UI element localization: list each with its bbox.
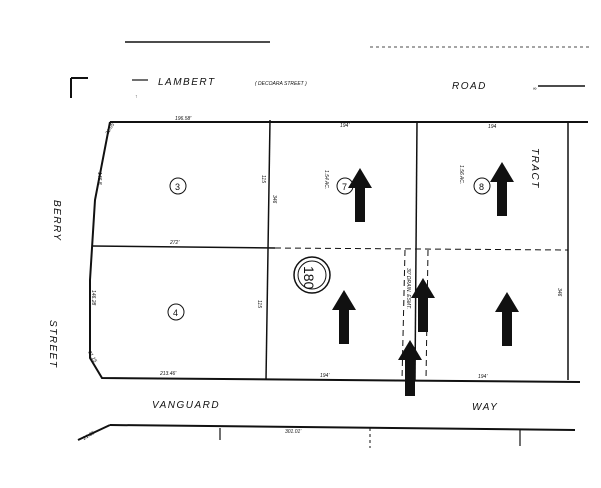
arrow-east (495, 292, 519, 346)
parcel-number-8: 8 (479, 182, 484, 192)
dim-right-bottom: 194' (478, 374, 488, 380)
arrow-180 (332, 290, 356, 344)
corner-mark (70, 77, 88, 98)
book-number-inner (297, 260, 327, 290)
vanguard-line (109, 424, 576, 431)
parcel-area-8: 1.56 AC. (458, 165, 464, 184)
street-label-way: WAY (472, 402, 498, 413)
dim-p7-top: 194' (340, 123, 350, 129)
parcel-circle-3 (169, 177, 187, 195)
dim-mid-lower: 115 (256, 300, 262, 308)
book-number: 180 (301, 266, 317, 290)
dim-corner-sw: 31.15 (86, 350, 98, 364)
dim-p7-bottom: 194' (320, 373, 330, 379)
parcel-arrow-icon (332, 162, 519, 396)
street-label-lambert: LAMBERT (158, 77, 216, 88)
easement-horizontal (274, 247, 569, 251)
street-label-street: STREET (47, 320, 58, 368)
parcel-circle-8 (473, 177, 491, 195)
dim-curve: 21.65 (81, 430, 96, 442)
easement-left (401, 249, 406, 381)
street-label-road: ROAD (452, 81, 487, 92)
parcel-number-4: 4 (173, 308, 178, 318)
north-arrow-icon: ↑ (135, 94, 138, 100)
dim-p3-bottom: 272' (169, 240, 180, 246)
parcel-number-7: 7 (342, 182, 347, 192)
street-label-vanguard: VANGUARD (152, 400, 220, 411)
parcel-area-7: 1.54 AC. (323, 170, 329, 189)
dim-p8-top: 194 (488, 124, 497, 130)
dim-vanguard-width: 301.01' (285, 429, 302, 435)
arrow-7 (348, 168, 372, 222)
parcel-circle-4 (167, 303, 185, 321)
dim-corner-ne: 31.05 (105, 122, 117, 136)
street-label-decoara: ( DECOARA STREET ) (255, 81, 307, 87)
dim-west-bottom: 146.28 (90, 290, 96, 306)
dim-lot-upper: 346 (271, 195, 277, 204)
parcel-number-3: 3 (175, 182, 180, 192)
dim-right-side: 346 (556, 288, 562, 297)
dim-west-top: 146.8 (96, 172, 102, 185)
mid-line-horizontal (91, 245, 276, 249)
vanguard-edge (77, 424, 111, 441)
arrow-8 (490, 162, 514, 216)
parcel-boundary (89, 121, 588, 383)
easement-label: 30' DRAIN. ESMT. (405, 268, 411, 309)
dim-mid-upper: 115 (260, 175, 266, 183)
arrow-easement (411, 278, 435, 332)
arrow-south (398, 340, 422, 396)
book-number-circle (293, 256, 331, 294)
road-mark-glyph: ∞ (533, 86, 537, 92)
divider-right (414, 121, 418, 381)
dim-p3-top: 196.58' (175, 116, 192, 122)
divider-left (265, 119, 271, 381)
dim-p4-bottom: 213.46' (159, 371, 177, 377)
street-label-berry: BERRY (51, 200, 62, 242)
tract-label: TRACT (529, 148, 540, 189)
